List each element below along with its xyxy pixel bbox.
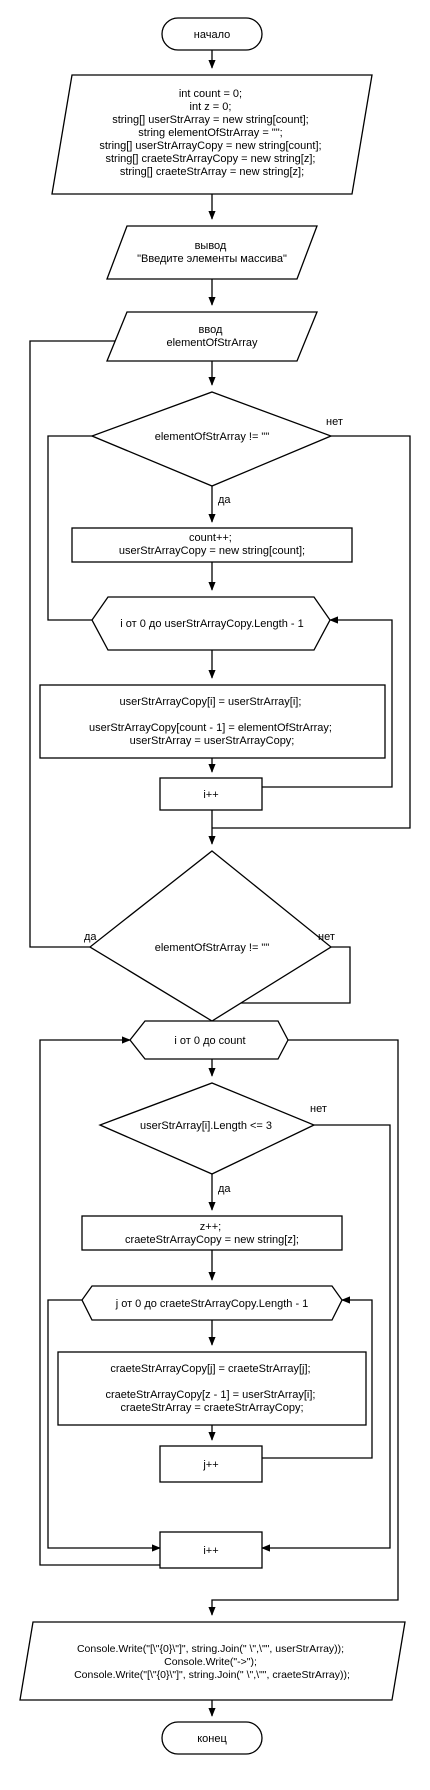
final-output-text: Console.Write("[\"{0}\"]", string.Join("… bbox=[74, 1643, 350, 1681]
z-block-text: z++; craeteStrArrayCopy = new string[z]; bbox=[125, 1221, 299, 1246]
output-prompt bbox=[106, 225, 318, 280]
end-terminator bbox=[161, 1721, 263, 1755]
i-inc-2-block bbox=[159, 1531, 263, 1569]
loop-i-count-text: i от 0 до count bbox=[174, 1035, 245, 1047]
arrow-cond3-no bbox=[261, 1124, 391, 1552]
cond1-no-label: нет bbox=[326, 416, 343, 428]
cond2-no-label: нет bbox=[318, 931, 335, 943]
start-terminator bbox=[161, 17, 263, 51]
input-element bbox=[106, 311, 318, 362]
cond1-decision bbox=[90, 391, 333, 487]
loop-i-copy bbox=[91, 596, 331, 651]
arrow-cond1-no bbox=[212, 435, 411, 829]
z-block bbox=[81, 1215, 343, 1251]
cond2-text: elementOfStrArray != "" bbox=[155, 942, 270, 954]
arrow-cond2-yes bbox=[29, 337, 125, 948]
arrow-inc2-back bbox=[39, 1036, 160, 1566]
end-label: конец bbox=[197, 1733, 227, 1745]
cond3-decision bbox=[98, 1082, 316, 1175]
arrow-loopj-exit bbox=[47, 1299, 161, 1552]
i-inc-1-block bbox=[159, 777, 263, 811]
cond1-yes-label: да bbox=[218, 494, 231, 506]
arrow-jinc-back bbox=[262, 1296, 373, 1459]
input-element-text: ввод elementOfStrArray bbox=[166, 324, 258, 349]
count-block-text: count++; userStrArrayCopy = new string[c… bbox=[119, 532, 305, 557]
cond3-yes-label: да bbox=[218, 1183, 231, 1195]
craete-block-text: craeteStrArrayCopy[j] = craeteStrArray[j… bbox=[105, 1363, 318, 1414]
j-inc-text: j++ bbox=[202, 1459, 218, 1471]
cond2-yes-label: да bbox=[84, 931, 97, 943]
init-block bbox=[51, 74, 373, 195]
copy-block-text: userStrArrayCopy[i] = userStrArray[i]; u… bbox=[89, 696, 335, 747]
craete-block bbox=[57, 1351, 367, 1426]
count-block bbox=[71, 527, 353, 563]
cond3-text: userStrArray[i].Length <= 3 bbox=[140, 1120, 272, 1132]
copy-block bbox=[39, 684, 386, 759]
cond1-text: elementOfStrArray != "" bbox=[155, 431, 270, 443]
i-inc-2-text: i++ bbox=[203, 1545, 218, 1557]
cond2-decision bbox=[88, 850, 333, 1022]
arrow-loop-exit bbox=[47, 432, 111, 621]
j-inc-block bbox=[159, 1445, 263, 1483]
i-inc-1-text: i++ bbox=[203, 789, 218, 801]
loop-j bbox=[81, 1285, 343, 1321]
output-prompt-text: вывод "Введите элементы массива" bbox=[137, 240, 287, 265]
loop-i-copy-text: i от 0 до userStrArrayCopy.Length - 1 bbox=[120, 618, 303, 630]
arrow-loop-exit-final bbox=[208, 1039, 399, 1616]
cond3-no-label: нет bbox=[310, 1103, 327, 1115]
arrow-inc1-back bbox=[262, 616, 393, 788]
start-label: начало bbox=[194, 29, 230, 41]
loop-i-count bbox=[129, 1020, 289, 1060]
init-text: int count = 0; int z = 0; string[] userS… bbox=[99, 88, 324, 178]
final-output bbox=[19, 1621, 406, 1701]
loop-j-text: j от 0 до craeteStrArrayCopy.Length - 1 bbox=[115, 1298, 309, 1310]
